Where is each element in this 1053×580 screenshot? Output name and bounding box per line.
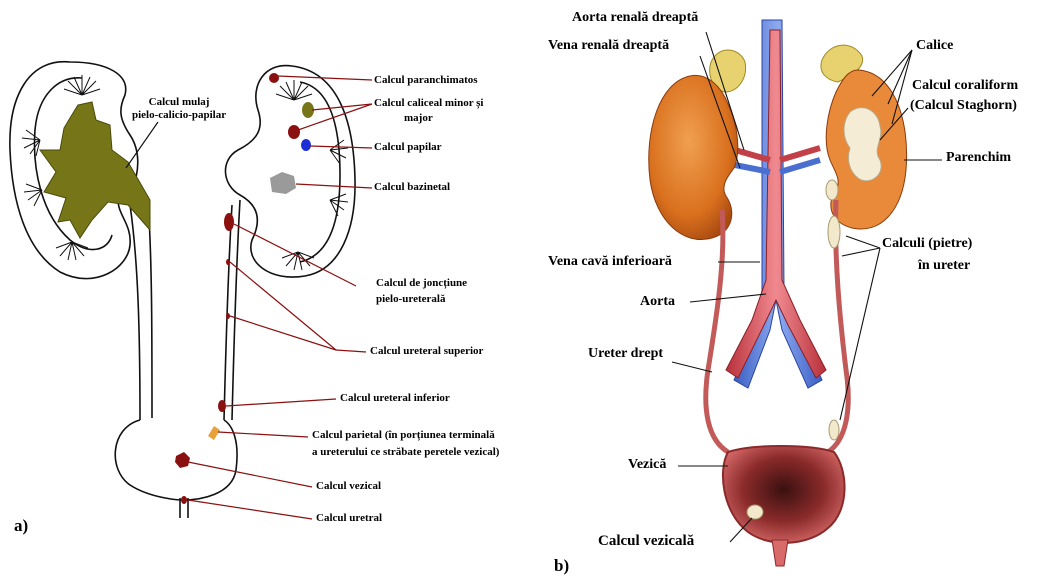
label-calcul-vezicala: Calcul vezicală bbox=[598, 533, 694, 550]
label-ureteral-inferior: Calcul ureteral inferior bbox=[340, 392, 450, 405]
upj-stone bbox=[224, 213, 234, 231]
pelvic-stone bbox=[270, 172, 296, 194]
panel-a-letter: a) bbox=[14, 516, 28, 536]
label-vezica: Vezică bbox=[628, 457, 666, 473]
lower-ureter-stone bbox=[218, 400, 226, 412]
mulaj-leader bbox=[126, 122, 158, 168]
ureter-stone-b1 bbox=[826, 180, 838, 200]
label-aorta: Aorta bbox=[640, 294, 675, 310]
staghorn-cast-stone bbox=[40, 102, 150, 238]
label-parietal-line2: a ureterului ce străbate peretele vezica… bbox=[312, 446, 499, 459]
right-ureter-b bbox=[706, 210, 728, 452]
urethra-b bbox=[772, 540, 788, 566]
label-caliceal-line2: major bbox=[404, 112, 433, 125]
panel-a-diagram bbox=[10, 62, 355, 518]
label-mulaj-line1: Calcul mulaj bbox=[132, 96, 226, 109]
left-ureter bbox=[130, 200, 152, 420]
label-calculi-line1: Calculi (pietre) bbox=[882, 236, 972, 252]
label-papilar: Calcul papilar bbox=[374, 141, 442, 154]
label-calculi-line2: în ureter bbox=[918, 258, 970, 274]
renal-vessels-left bbox=[780, 148, 820, 160]
label-parietal-line1: Calcul parietal (în porțiunea terminală bbox=[312, 429, 495, 442]
right-ureter bbox=[224, 200, 240, 420]
label-coraliform-line1: Calcul coraliform bbox=[912, 78, 1018, 94]
urethral-stone bbox=[181, 496, 187, 504]
bladder-stone-b bbox=[747, 505, 763, 519]
bladder-stone bbox=[175, 452, 190, 468]
right-kidney-outline bbox=[225, 66, 355, 278]
parietal-stone bbox=[208, 426, 220, 440]
label-vezical: Calcul vezical bbox=[316, 480, 381, 493]
label-bazinetal: Calcul bazinetal bbox=[374, 181, 450, 194]
label-coraliform-line2: (Calcul Staghorn) bbox=[910, 98, 1017, 114]
label-mulaj-line2: pielo-calicio-papilar bbox=[132, 109, 226, 122]
label-ureter-drept: Ureter drept bbox=[588, 346, 663, 362]
caliceal-major-stone bbox=[288, 125, 300, 139]
ureter-stone-b3 bbox=[829, 420, 839, 440]
bladder-b bbox=[723, 446, 845, 543]
parenchymal-stone bbox=[269, 73, 279, 83]
upper-ureter-stone-2 bbox=[226, 313, 230, 319]
label-vena-cava: Vena cavă inferioară bbox=[548, 254, 672, 270]
label-caliceal-line1: Calcul caliceal minor și bbox=[374, 97, 483, 110]
label-mulaj: Calcul mulaj pielo-calicio-papilar bbox=[132, 96, 226, 121]
ureter-stone-b2 bbox=[828, 216, 840, 248]
label-uretral: Calcul uretral bbox=[316, 512, 382, 525]
papillary-stone bbox=[301, 139, 311, 151]
label-jonctiune-line1: Calcul de joncțiune bbox=[376, 277, 467, 290]
upper-ureter-stone-1 bbox=[226, 259, 230, 265]
label-ureteral-superior: Calcul ureteral superior bbox=[370, 345, 483, 358]
label-calice: Calice bbox=[916, 38, 953, 54]
panel-b-letter: b) bbox=[554, 556, 569, 576]
label-jonctiune-line2: pielo-ureterală bbox=[376, 293, 445, 306]
panel-b-illustration bbox=[649, 20, 907, 566]
label-aorta-renala: Aorta renală dreaptă bbox=[572, 10, 698, 26]
label-parenchim: Parenchim bbox=[946, 150, 1011, 166]
label-paranchimatos: Calcul paranchimatos bbox=[374, 74, 478, 87]
label-vena-renala: Vena renală dreaptă bbox=[548, 38, 669, 54]
